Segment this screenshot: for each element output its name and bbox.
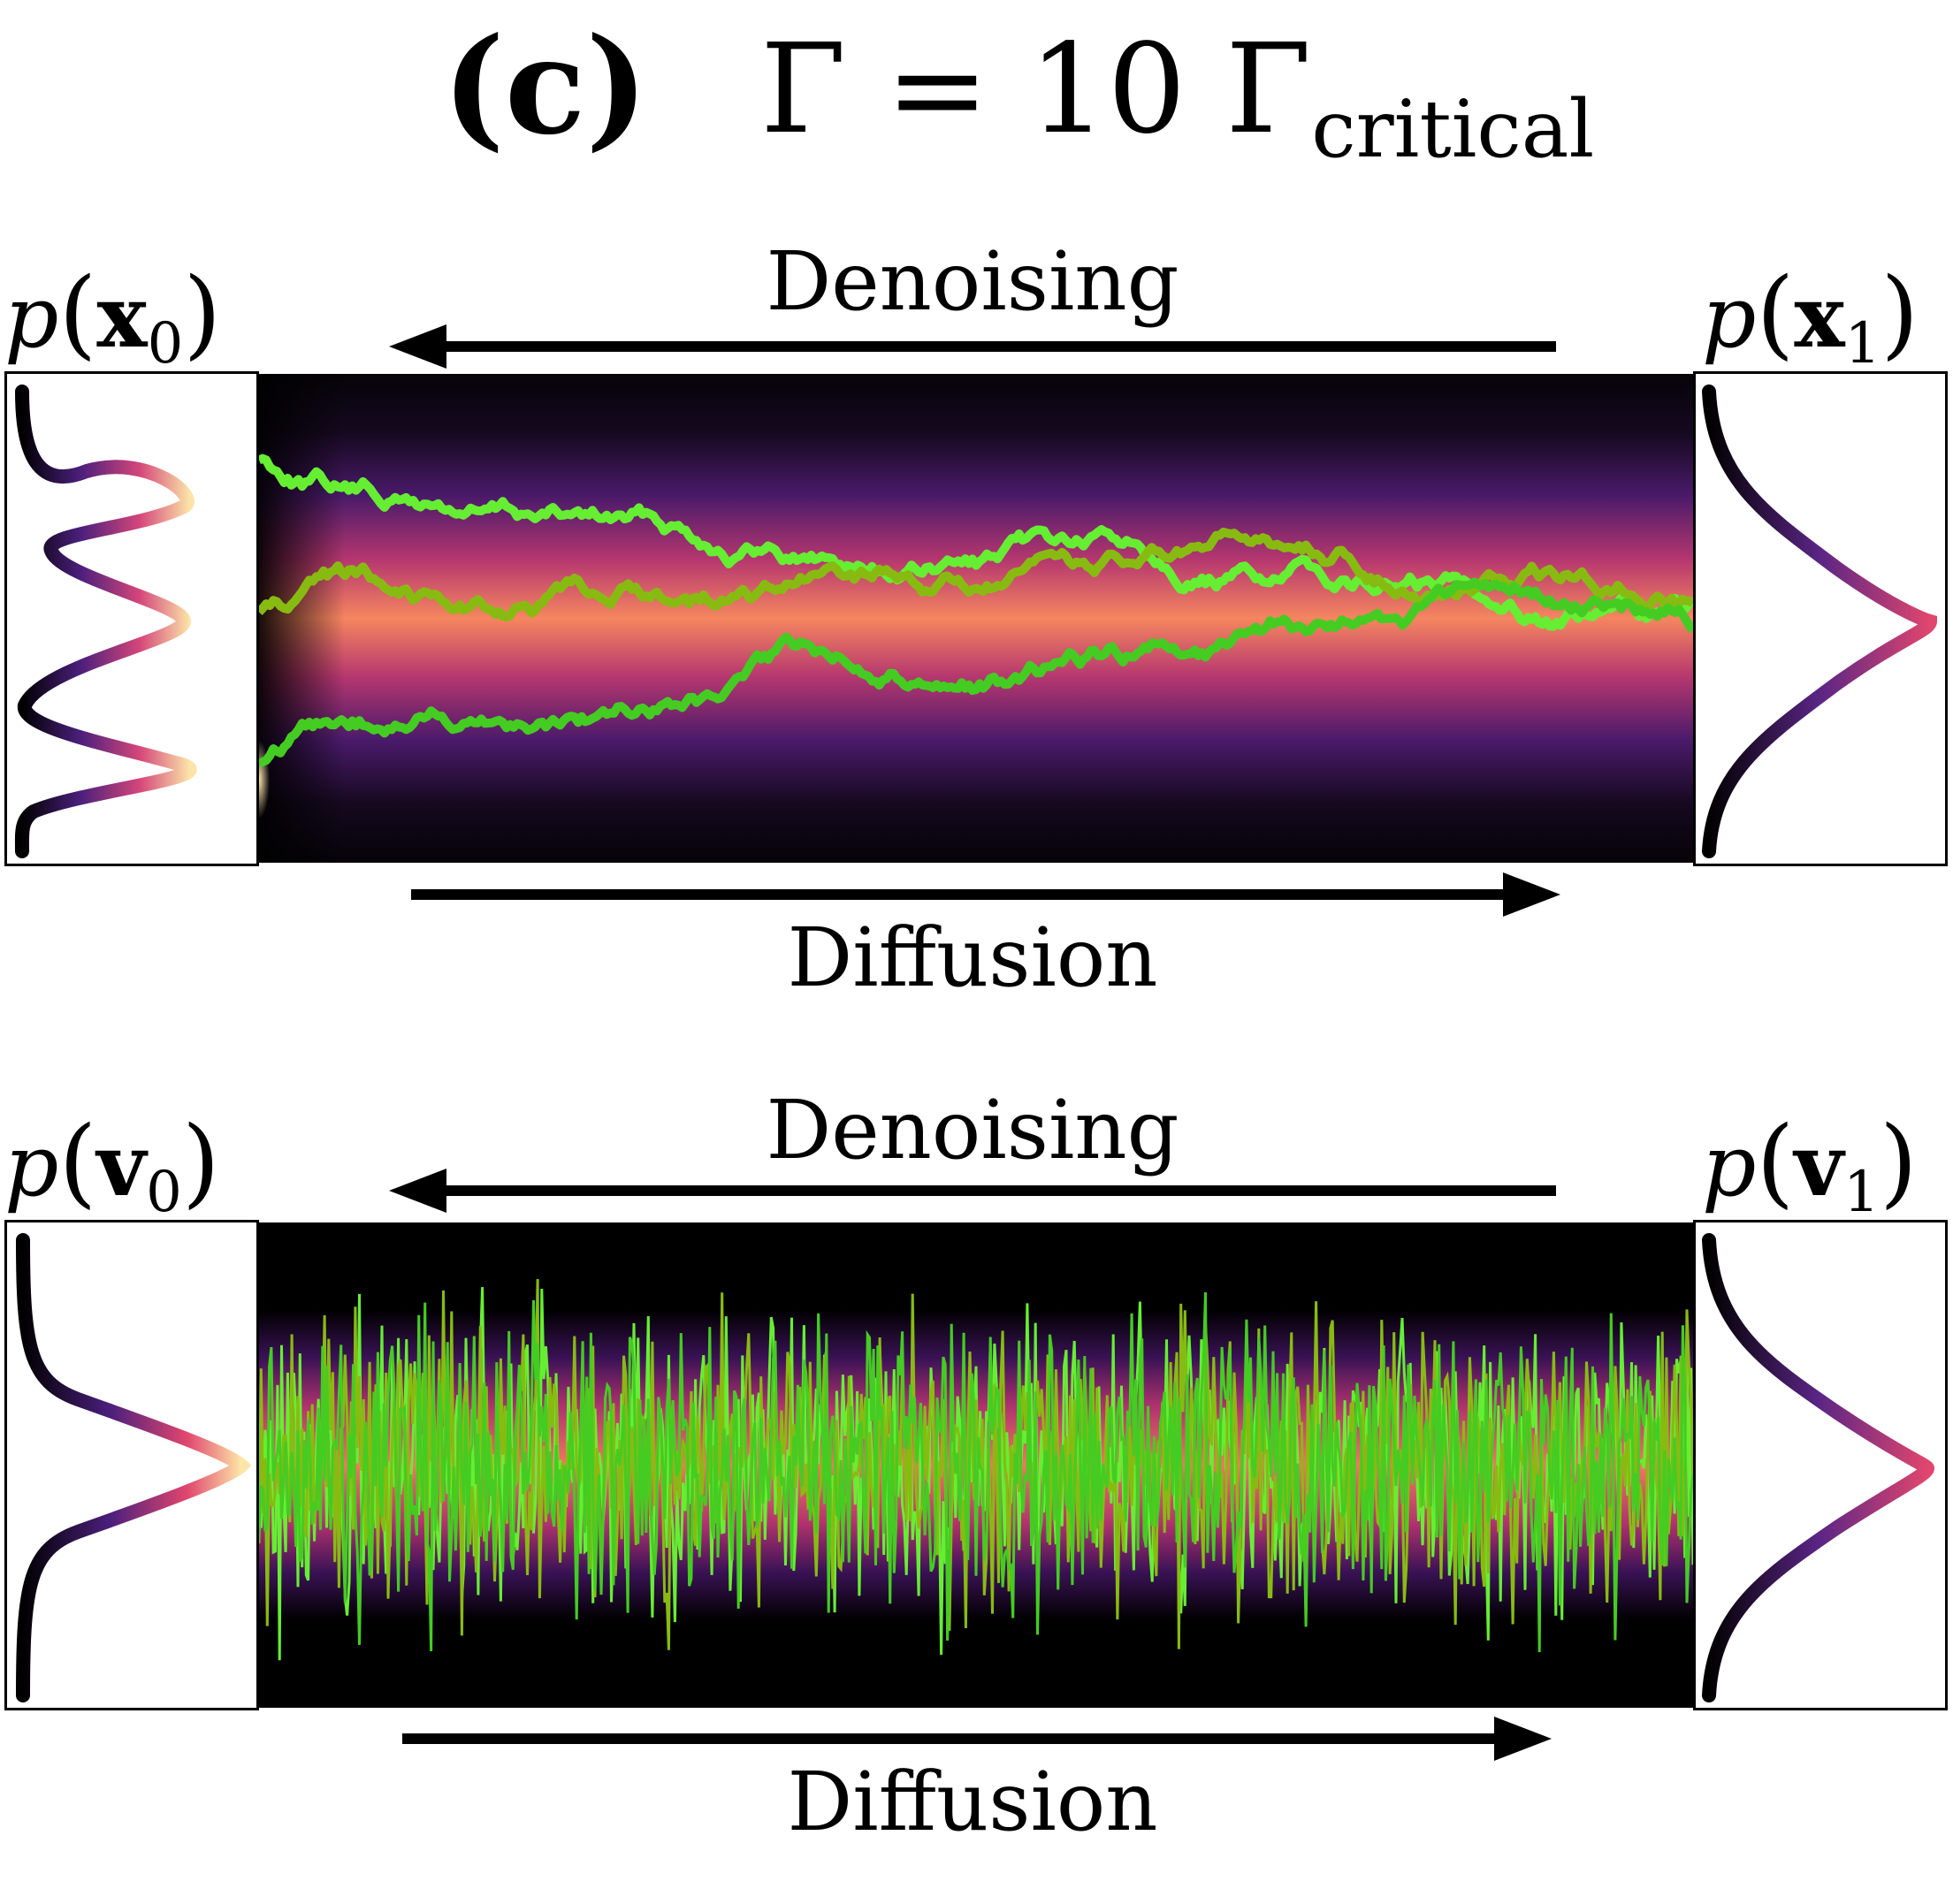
label-var: v xyxy=(96,1116,147,1215)
label-index: 1 xyxy=(1844,311,1881,377)
bottom-left-density-box xyxy=(4,1220,259,1710)
label-var: v xyxy=(1794,1116,1844,1215)
top-right-dist-label: p(x1) xyxy=(1702,256,1919,377)
velocity-trace xyxy=(259,1278,1693,1650)
velocity-trace xyxy=(259,1291,1693,1653)
bottom-right-dist-label: p(v1) xyxy=(1702,1105,1918,1225)
bottom-denoising-arrow xyxy=(389,1169,1556,1213)
label-open-paren: ( xyxy=(58,1105,97,1218)
trajectory-line xyxy=(259,453,1693,631)
bottom-right-density-box xyxy=(1693,1220,1948,1710)
label-close-paren: ) xyxy=(1881,256,1919,369)
label-close-paren: ) xyxy=(183,256,222,369)
bottom-denoising-label: Denoising xyxy=(766,1083,1179,1177)
gaussian-density-curve xyxy=(1702,385,1938,858)
label-p: p xyxy=(1702,268,1757,367)
trajectory-line xyxy=(259,577,1693,768)
label-index: 0 xyxy=(147,311,184,377)
bottom-diffusion-arrow xyxy=(402,1717,1552,1761)
narrow-gaussian-curve xyxy=(16,1233,252,1702)
label-p: p xyxy=(1702,1116,1757,1215)
label-close-paren: ) xyxy=(181,1105,220,1218)
bottom-trajectories-plot xyxy=(259,1222,1693,1708)
top-denoising-arrow xyxy=(389,324,1556,369)
top-diffusion-arrow xyxy=(411,872,1560,917)
bottom-left-dist-label: p(v0) xyxy=(4,1105,220,1225)
bottom-diffusion-label: Diffusion xyxy=(787,1755,1158,1849)
label-open-paren: ( xyxy=(1756,1105,1795,1218)
top-density-panel xyxy=(259,374,1693,863)
label-p: p xyxy=(4,1116,59,1215)
label-var: x xyxy=(96,267,148,367)
top-trajectories-plot xyxy=(259,374,1693,863)
label-index: 1 xyxy=(1843,1160,1880,1225)
bottom-density-panel xyxy=(259,1222,1693,1708)
label-open-paren: ( xyxy=(58,256,97,369)
label-open-paren: ( xyxy=(1756,256,1795,369)
label-index: 0 xyxy=(146,1160,182,1225)
figure-title: (c) Γ = 10 Γcritical xyxy=(0,9,1953,176)
label-var: x xyxy=(1794,267,1845,367)
trimodal-density-curve xyxy=(14,385,197,858)
top-left-density-box xyxy=(4,371,259,866)
top-left-dist-label: p(x0) xyxy=(4,256,221,377)
top-denoising-label: Denoising xyxy=(766,234,1179,329)
title-equation: Γ = 10 Γcritical xyxy=(760,18,1594,176)
title-lhs: Γ = 10 Γ xyxy=(760,18,1312,162)
top-right-density-box xyxy=(1693,371,1948,866)
top-diffusion-label: Diffusion xyxy=(787,910,1158,1005)
trajectory-line xyxy=(259,527,1693,621)
title-subscript: critical xyxy=(1311,83,1595,176)
label-p: p xyxy=(4,268,59,367)
gaussian-density-curve xyxy=(1702,1233,1935,1702)
label-close-paren: ) xyxy=(1879,1105,1918,1218)
panel-label: (c) xyxy=(442,9,649,164)
